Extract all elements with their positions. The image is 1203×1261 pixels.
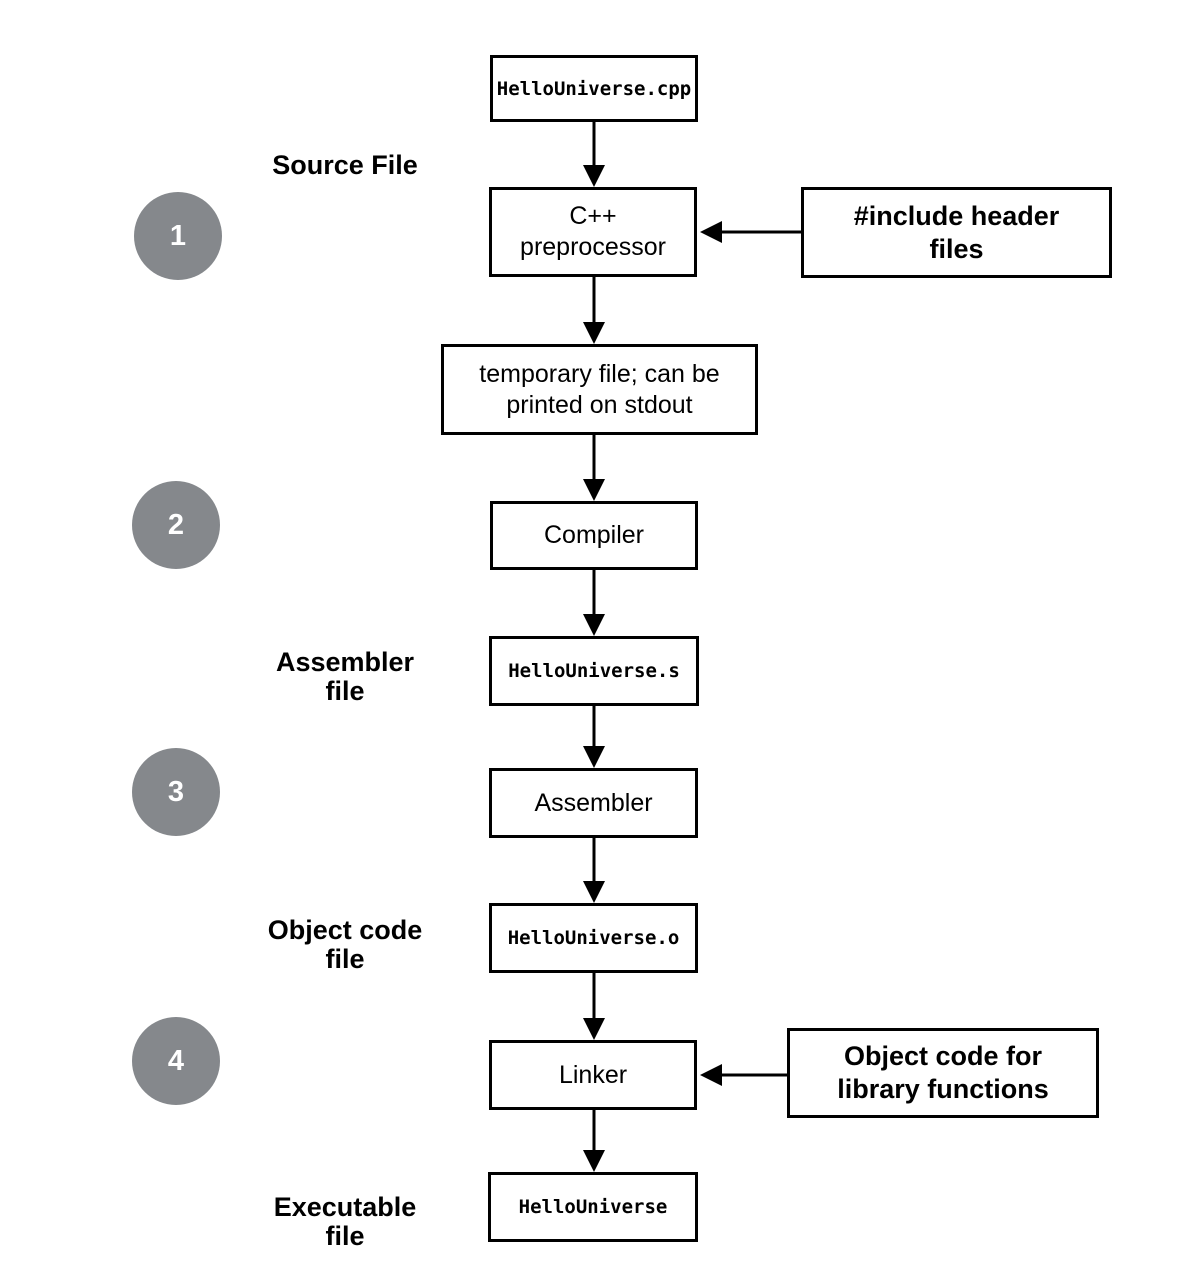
include-headers-text: #include header files xyxy=(853,200,1060,264)
arrow-shaft xyxy=(592,570,595,620)
arrow-down-head xyxy=(582,1018,605,1040)
linker-text: Linker xyxy=(558,1060,628,1089)
arrow-shaft xyxy=(592,1110,595,1156)
step-number-1: 1 xyxy=(169,219,187,252)
arrow-left-head xyxy=(700,1064,722,1086)
source-filename-text: HelloUniverse.cpp xyxy=(496,77,692,100)
box-preprocessor: C++ preprocessor xyxy=(489,187,697,277)
arrow-down-head xyxy=(582,479,605,501)
label-object-code-file: Object code file xyxy=(267,915,423,974)
executable-filename-text: HelloUniverse xyxy=(518,1196,668,1218)
arrow-down-head xyxy=(582,746,605,768)
box-temp-file: temporary file; can be printed on stdout xyxy=(441,344,758,435)
arrow-objfile-to-linker xyxy=(581,973,606,1040)
arrow-shaft xyxy=(592,973,595,1024)
arrow-libobj-to-linker xyxy=(700,1063,787,1087)
arrow-compiler-to-asmfile xyxy=(581,570,606,636)
arrow-down-head xyxy=(582,614,605,636)
step-circle-3: 3 xyxy=(132,748,220,836)
arrow-shaft xyxy=(592,277,595,328)
arrow-preprocessor-to-temp xyxy=(581,277,606,344)
arrow-shaft xyxy=(592,838,595,887)
label-executable-file: Executable file xyxy=(273,1192,417,1251)
arrow-asmfile-to-assembler xyxy=(581,706,606,768)
arrow-shaft xyxy=(592,706,595,752)
label-source-file: Source File xyxy=(272,150,418,180)
arrow-source-to-preprocessor xyxy=(581,122,606,187)
step-circle-1: 1 xyxy=(134,192,222,280)
arrow-headers-to-preprocessor xyxy=(700,220,801,244)
assembler-text: Assembler xyxy=(534,788,653,817)
object-filename-text: HelloUniverse.o xyxy=(507,927,680,949)
library-object-code-text: Object code for library functions xyxy=(837,1041,1049,1104)
arrow-assembler-to-objfile xyxy=(581,838,606,903)
arrow-shaft xyxy=(714,1073,787,1077)
step-circle-2: 2 xyxy=(132,481,220,569)
arrow-shaft xyxy=(592,435,595,485)
temp-file-text: temporary file; can be printed on stdout xyxy=(479,359,720,419)
box-executable-filename: HelloUniverse xyxy=(488,1172,698,1242)
arrow-temp-to-compiler xyxy=(581,435,606,501)
arrow-down-head xyxy=(582,165,605,187)
label-assembler-file: Assembler file xyxy=(275,647,415,706)
box-source-filename: HelloUniverse.cpp xyxy=(490,55,698,122)
step-number-2: 2 xyxy=(167,508,185,541)
arrow-shaft xyxy=(592,122,595,171)
step-number-3: 3 xyxy=(167,775,185,808)
compiler-text: Compiler xyxy=(543,521,645,549)
arrow-down-head xyxy=(582,1150,605,1172)
box-include-headers: #include header files xyxy=(801,187,1112,278)
box-assembler-filename: HelloUniverse.s xyxy=(489,636,699,706)
arrow-shaft xyxy=(714,230,801,234)
arrow-left-head xyxy=(700,221,722,243)
arrow-down-head xyxy=(582,322,605,344)
assembler-filename-text: HelloUniverse.s xyxy=(508,660,680,682)
box-assembler: Assembler xyxy=(489,768,698,838)
box-object-filename: HelloUniverse.o xyxy=(489,903,698,973)
preprocessor-text: C++ preprocessor xyxy=(520,202,666,261)
box-linker: Linker xyxy=(489,1040,697,1110)
arrow-linker-to-executable xyxy=(581,1110,606,1172)
step-number-4: 4 xyxy=(167,1044,185,1077)
step-circle-4: 4 xyxy=(132,1017,220,1105)
arrow-down-head xyxy=(582,881,605,903)
box-library-object-code: Object code for library functions xyxy=(787,1028,1099,1118)
box-compiler: Compiler xyxy=(490,501,698,570)
